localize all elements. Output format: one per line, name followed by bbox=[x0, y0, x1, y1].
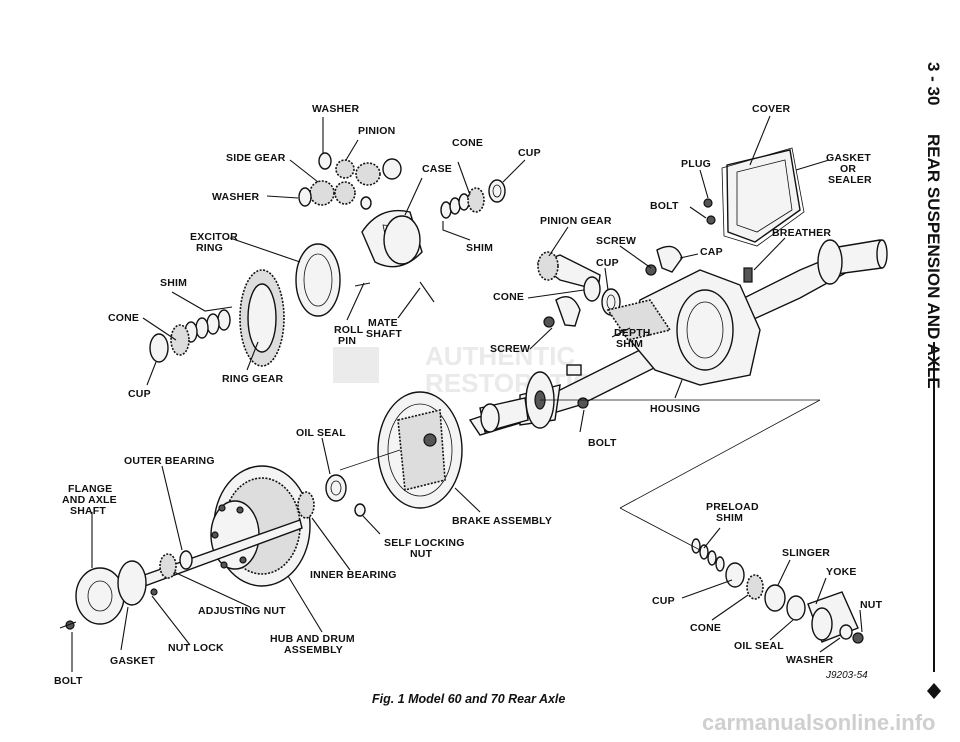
label-cone-left: CONE bbox=[108, 312, 139, 324]
label-excitor-ring-2: RING bbox=[196, 242, 223, 254]
label-oil-seal-right: OIL SEAL bbox=[734, 640, 784, 652]
label-preload-1: PRELOAD bbox=[706, 501, 759, 513]
label-roll-pin-1: ROLL bbox=[334, 324, 364, 336]
label-hub-drum-2: ASSEMBLY bbox=[284, 644, 343, 656]
label-housing: HOUSING bbox=[650, 403, 700, 415]
label-flange-3: SHAFT bbox=[70, 505, 106, 517]
watermark-brand: mopar bbox=[337, 363, 371, 375]
label-depth-shim-2: SHIM bbox=[616, 338, 643, 350]
label-slinger: SLINGER bbox=[782, 547, 830, 559]
label-shim-top: SHIM bbox=[466, 242, 493, 254]
ring-gear-assembly bbox=[239, 243, 341, 367]
label-case: CASE bbox=[422, 163, 452, 175]
label-outer-bearing: OUTER BEARING bbox=[124, 455, 215, 467]
construction-lines bbox=[339, 399, 821, 551]
label-oil-seal-top: OIL SEAL bbox=[296, 427, 346, 439]
label-mate-shaft-2: SHAFT bbox=[366, 328, 402, 340]
label-flange-2: AND AXLE bbox=[62, 494, 117, 506]
label-breather: BREATHER bbox=[772, 227, 831, 239]
label-cup-top: CUP bbox=[518, 147, 541, 159]
figure-caption: Fig. 1 Model 60 and 70 Rear Axle bbox=[372, 692, 565, 706]
label-ring-gear: RING GEAR bbox=[222, 373, 284, 385]
label-hub-drum-1: HUB AND DRUM bbox=[270, 633, 355, 645]
leader-lines bbox=[71, 115, 863, 672]
label-side-gear: SIDE GEAR bbox=[226, 152, 286, 164]
label-cup-left: CUP bbox=[128, 388, 151, 400]
label-mate-shaft-1: MATE bbox=[368, 317, 398, 329]
figure-code: J9203-54 bbox=[825, 670, 868, 681]
label-bolt-cover: BOLT bbox=[650, 200, 679, 212]
label-excitor-ring-1: EXCITOR bbox=[190, 231, 238, 243]
label-yoke: YOKE bbox=[826, 566, 857, 578]
label-plug: PLUG bbox=[681, 158, 711, 170]
mopar-logo bbox=[333, 347, 379, 383]
label-washer-top: WASHER bbox=[312, 103, 360, 115]
pinion-yoke-parts bbox=[691, 538, 864, 644]
label-screw-top: SCREW bbox=[596, 235, 636, 247]
bearing-cap-parts bbox=[543, 245, 753, 409]
label-gasket-2: OR bbox=[840, 163, 856, 175]
page-number: 3 - 30 bbox=[924, 62, 943, 105]
label-washer-right: WASHER bbox=[786, 654, 834, 666]
label-cup-pinion: CUP bbox=[596, 257, 619, 269]
label-self-locking-2: NUT bbox=[410, 548, 433, 560]
label-nut-right: NUT bbox=[860, 599, 883, 611]
label-preload-2: SHIM bbox=[716, 512, 743, 524]
label-cone-top: CONE bbox=[452, 137, 483, 149]
part-labels: WASHER PINION SIDE GEAR WASHER CASE CONE… bbox=[54, 103, 883, 687]
pinion-gear bbox=[536, 251, 672, 341]
label-depth-shim-1: DEPTH bbox=[614, 327, 651, 339]
differential-gears bbox=[298, 152, 435, 303]
label-washer-left: WASHER bbox=[212, 191, 260, 203]
label-screw-left: SCREW bbox=[490, 343, 530, 355]
label-cover: COVER bbox=[752, 103, 791, 115]
left-carrier-bearings bbox=[149, 309, 231, 363]
running-header: 3 - 30 REAR SUSPENSION AND AXLE bbox=[924, 62, 943, 699]
watermark-line-1: AUTHENTIC bbox=[425, 341, 575, 371]
label-roll-pin-2: PIN bbox=[338, 335, 356, 347]
label-adjusting-nut: ADJUSTING NUT bbox=[198, 605, 286, 617]
label-gasket-3: SEALER bbox=[828, 174, 872, 186]
label-pinion-gear: PINION GEAR bbox=[540, 215, 612, 227]
label-flange-1: FLANGE bbox=[68, 483, 112, 495]
footer-site: carmanualsonline.info bbox=[702, 710, 936, 735]
label-gasket-1: GASKET bbox=[826, 152, 871, 164]
diamond-marker-icon bbox=[927, 683, 941, 699]
label-brake-assembly: BRAKE ASSEMBLY bbox=[452, 515, 552, 527]
label-pinion: PINION bbox=[358, 125, 395, 137]
label-bolt-bottom: BOLT bbox=[54, 675, 83, 687]
label-nut-lock: NUT LOCK bbox=[168, 642, 224, 654]
differential-cover bbox=[703, 147, 805, 247]
label-cone-pinion: CONE bbox=[493, 291, 524, 303]
right-carrier-bearings bbox=[440, 179, 506, 219]
label-shim-left: SHIM bbox=[160, 277, 187, 289]
wheel-end-assembly bbox=[59, 391, 463, 630]
section-title: REAR SUSPENSION AND AXLE bbox=[924, 134, 943, 389]
label-gasket-bottom: GASKET bbox=[110, 655, 155, 667]
label-cup-right: CUP bbox=[652, 595, 675, 607]
label-bolt-housing: BOLT bbox=[588, 437, 617, 449]
label-self-locking-1: SELF LOCKING bbox=[384, 537, 465, 549]
label-cap: CAP bbox=[700, 246, 723, 258]
label-inner-bearing: INNER BEARING bbox=[310, 569, 397, 581]
label-cone-right: CONE bbox=[690, 622, 721, 634]
